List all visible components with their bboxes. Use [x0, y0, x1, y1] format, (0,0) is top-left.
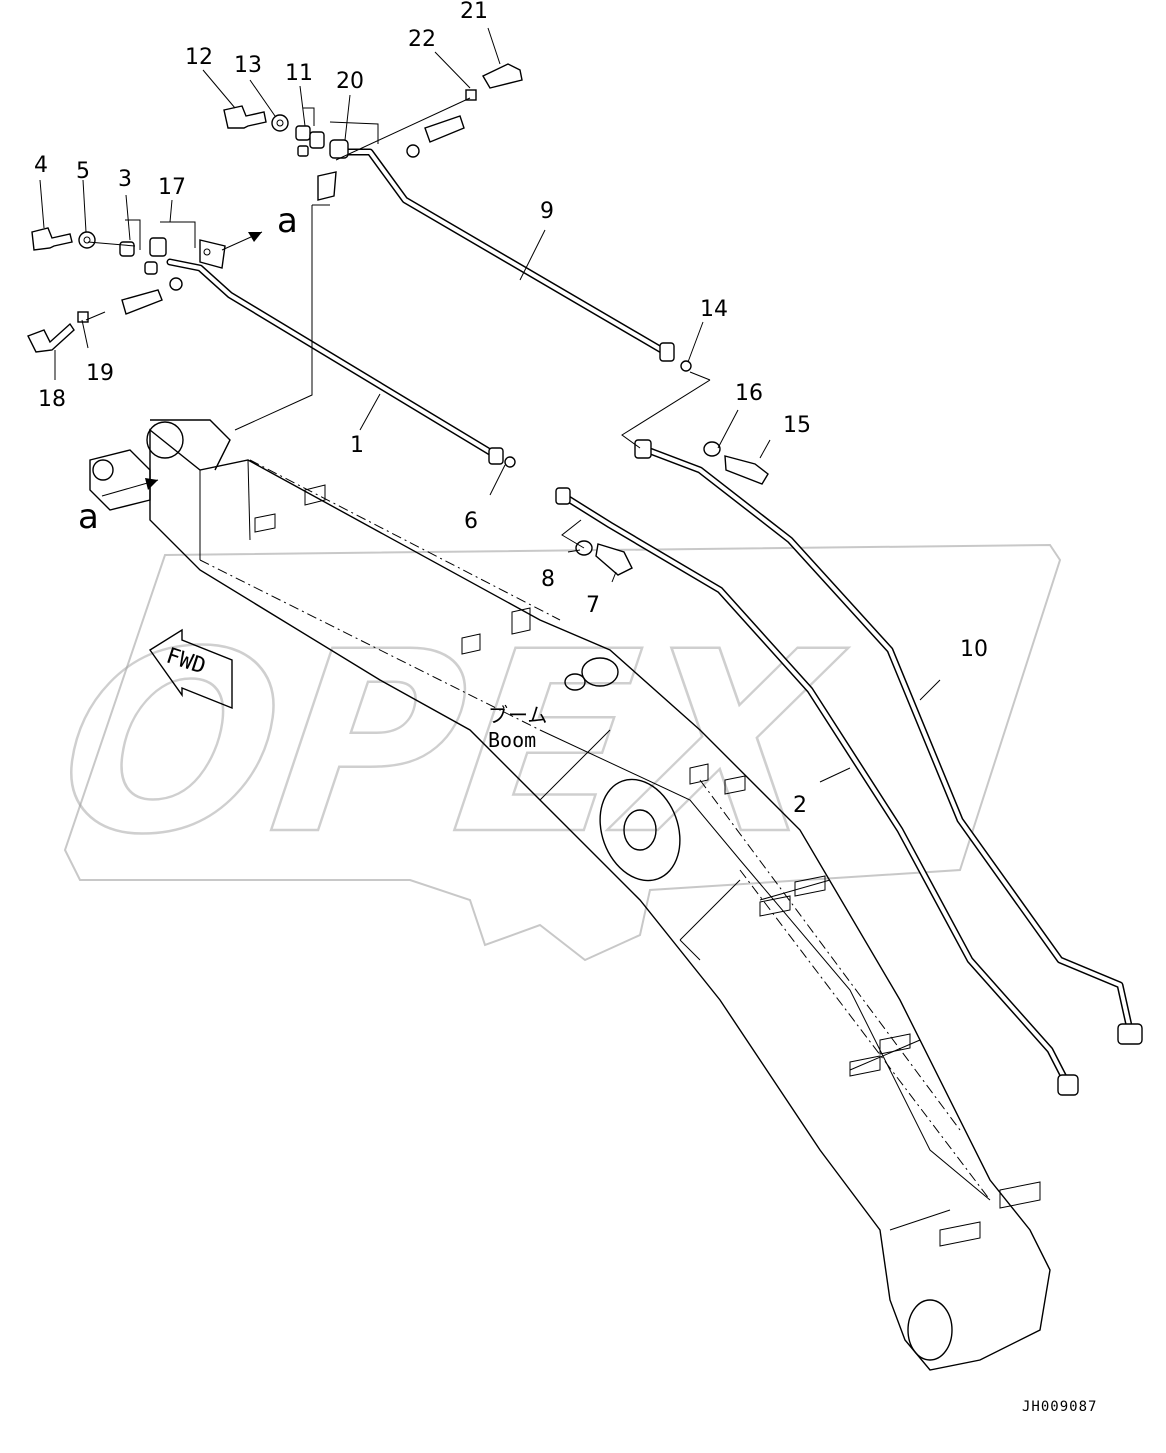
leader-lines [39, 27, 941, 783]
callout-1: 1 [350, 433, 364, 458]
callout-11: 11 [285, 61, 313, 86]
callout-17: 17 [158, 175, 186, 200]
boom-label-jp: ブーム [488, 703, 547, 727]
pipe-10 [638, 444, 1134, 1034]
callout-21: 21 [460, 0, 488, 24]
callout-16: 16 [735, 381, 763, 406]
callout-12: 12 [185, 45, 213, 70]
watermark-text: OPEX [45, 599, 855, 890]
callout-9: 9 [540, 199, 554, 224]
callout-8: 8 [541, 567, 555, 592]
callout-7: 7 [586, 593, 600, 618]
callout-18: 18 [38, 387, 66, 412]
callout-6: 6 [464, 509, 478, 534]
callout-15: 15 [783, 413, 811, 438]
hardware-middle [504, 360, 769, 576]
pipe-1 [166, 258, 499, 459]
pipe-fittings [488, 342, 1143, 1096]
watermark: OPEX [44, 543, 1062, 962]
callout-3: 3 [118, 167, 132, 192]
reference-letter-upper: a [277, 201, 298, 241]
callout-22: 22 [408, 27, 436, 52]
reference-arrow-lower [101, 478, 159, 497]
callout-5: 5 [76, 159, 90, 184]
drawing-id: JH009087 [1022, 1399, 1097, 1415]
hardware-upper-left [27, 219, 226, 353]
callout-labels: 1 2 3 4 5 6 7 8 9 10 11 12 13 14 15 16 1… [34, 0, 988, 818]
boom-body [89, 419, 1051, 1371]
callout-10: 10 [960, 637, 988, 662]
hardware-upper-center [223, 63, 523, 201]
callout-4: 4 [34, 153, 48, 178]
pipe-9 [344, 148, 669, 356]
callout-19: 19 [86, 361, 114, 386]
boom-label-en: Boom [488, 728, 536, 752]
pipe-2 [558, 491, 1072, 1089]
callout-2: 2 [793, 793, 807, 818]
callout-13: 13 [234, 53, 262, 78]
callout-14: 14 [700, 297, 728, 322]
reference-letter-lower: a [78, 497, 99, 537]
reference-arrow-upper [221, 231, 263, 251]
callout-20: 20 [336, 69, 364, 94]
